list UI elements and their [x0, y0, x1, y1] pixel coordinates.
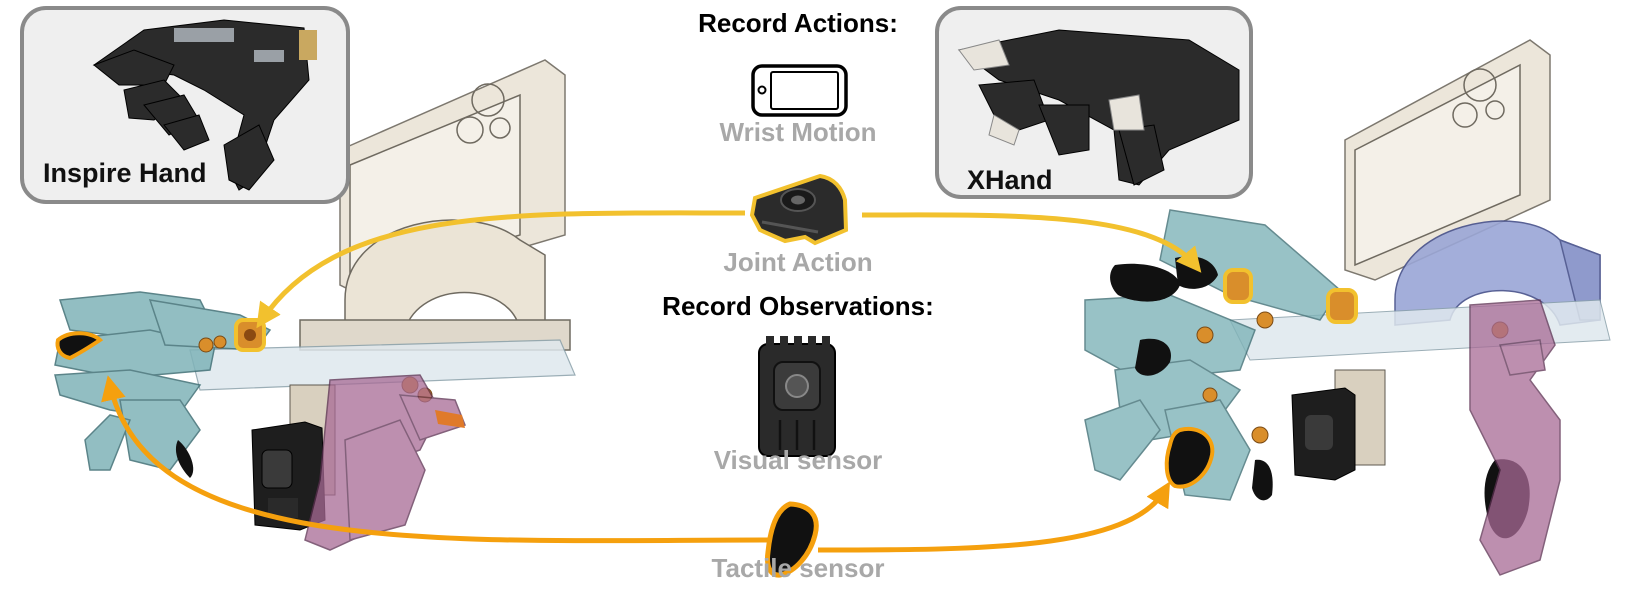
right-camera [1291, 369, 1386, 481]
left-hand-assembly [54, 59, 576, 551]
right-joint-encoder-1 [1223, 268, 1253, 304]
inspire-hand-photo [92, 19, 317, 191]
tactile-arrow-right [817, 481, 1171, 553]
joint-action-arrow-right [861, 212, 1202, 273]
right-blue-mount [1394, 220, 1601, 326]
inspire-hand-photo-box: Inspire Hand [20, 6, 350, 204]
record-observations-heading: Record Observations: [662, 291, 934, 321]
joint-action-label: Joint Action [723, 247, 873, 277]
joint-encoder-icon [749, 173, 849, 246]
inspire-hand-label: Inspire Hand [43, 158, 207, 188]
camera-sensor-icon [758, 336, 836, 457]
right-hand-assembly [1084, 39, 1611, 576]
right-fingers [1084, 209, 1341, 501]
left-thumb-linkage [304, 374, 466, 551]
phone-icon [751, 64, 848, 117]
wrist-motion-label: Wrist Motion [719, 117, 877, 147]
joint-action-arrow-left [256, 210, 746, 329]
tactile-arrow-left [101, 375, 769, 544]
right-phone-mount [1344, 39, 1551, 281]
left-base-plate [189, 339, 576, 391]
tactile-sensor-label: Tactile sensor [711, 553, 885, 583]
xhand-photo-box: XHand [935, 6, 1253, 199]
left-tactile-pad [55, 331, 104, 361]
xhand-label: XHand [967, 165, 1053, 195]
right-tactile-pad [1164, 426, 1215, 489]
tactile-pad-icon [765, 501, 819, 578]
visual-sensor-label: Visual sensor [713, 445, 883, 475]
right-thumb-linkage [1469, 299, 1561, 576]
right-joint-encoder-2 [1326, 288, 1358, 324]
record-actions-heading: Record Actions: [698, 8, 898, 38]
xhand-photo [957, 29, 1240, 186]
